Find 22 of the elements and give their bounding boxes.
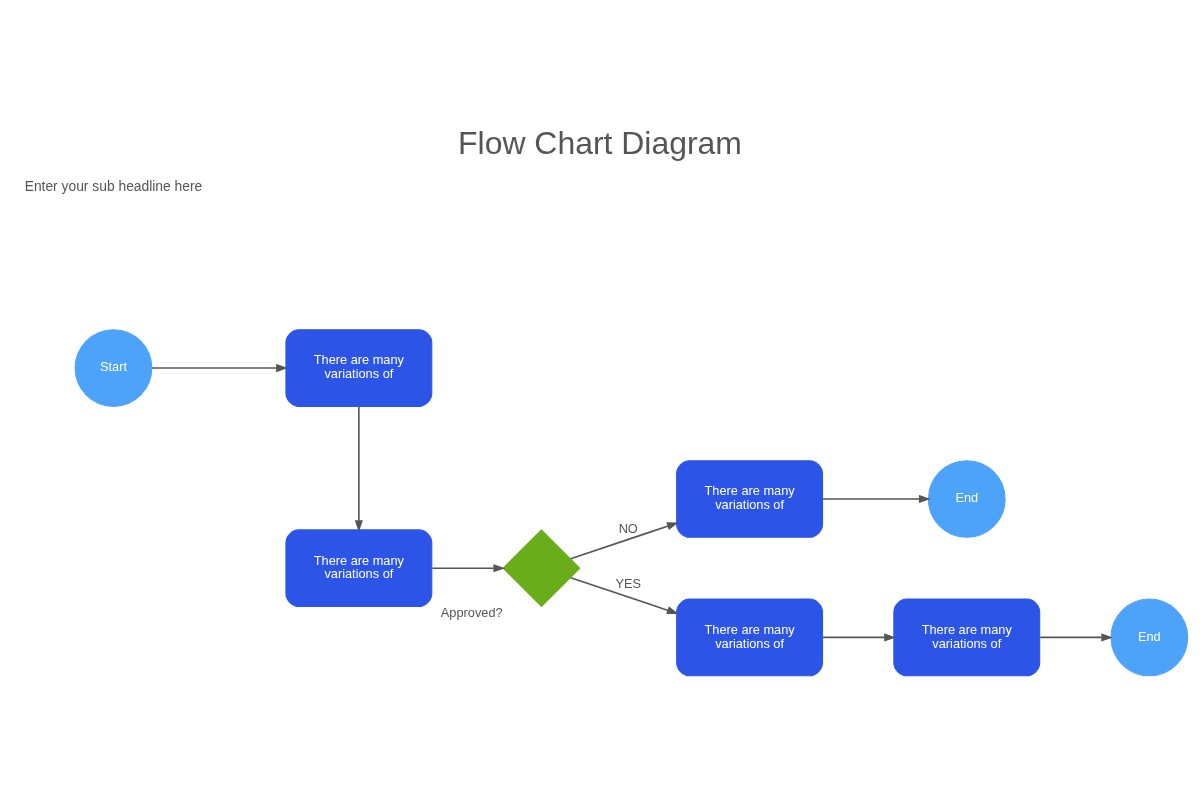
arrow [569,522,679,560]
node-circle: End [1110,598,1189,677]
arrow [821,633,896,642]
arrow [1039,633,1114,642]
arrow [821,494,931,504]
diagram-title: Flow Chart Diagram [458,125,742,162]
node-box: There are many variations of [893,598,1041,677]
node-circle: End [927,460,1006,538]
node-box: There are many variations of [676,460,824,538]
edge-label: NO [618,520,638,536]
arrow [569,576,679,615]
node-label: Approved? [440,604,503,620]
node-box: There are many variations of [285,529,433,608]
node-diamond [502,529,581,608]
arrow [431,564,506,573]
arrow [354,405,363,532]
arrow [151,363,288,373]
edge-label: YES [615,576,641,592]
node-box: There are many variations of [285,329,433,407]
node-box: There are many variations of [676,598,824,677]
node-circle: Start [74,329,153,407]
label: Enter your sub headline here [24,177,203,194]
